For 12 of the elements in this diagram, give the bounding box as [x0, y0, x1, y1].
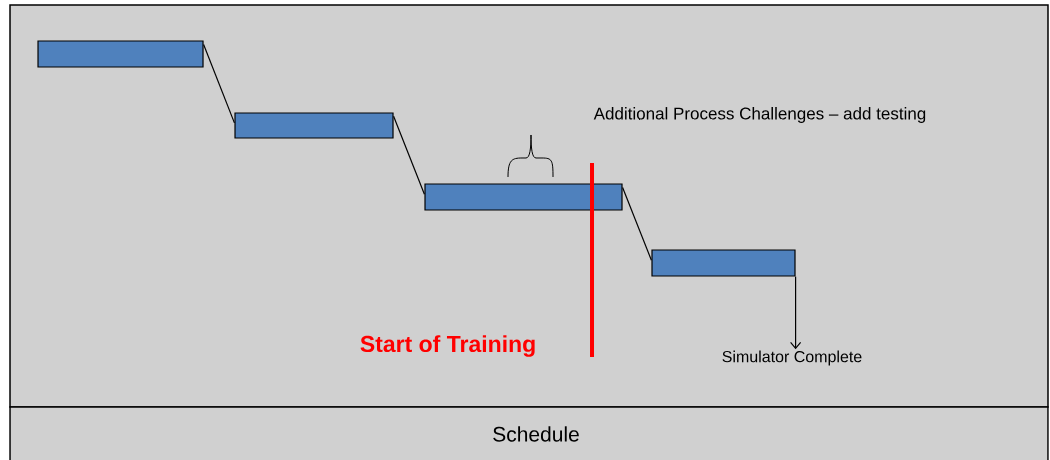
arrow: [790, 276, 802, 350]
connector-line: [393, 115, 425, 195]
schedule-bar: [424, 183, 623, 211]
milestone-label: Simulator Complete: [722, 350, 862, 366]
milestone-text: Start of Training: [360, 335, 535, 357]
caption-band: Schedule: [9, 406, 1049, 460]
schedule-bar: [651, 249, 796, 277]
schedule-bar: [37, 40, 204, 68]
schedule-bar: [234, 112, 394, 139]
annotation-text: Additional Process Challenges – add testing: [593, 107, 926, 123]
connector-line: [203, 43, 235, 124]
connector-line: [622, 186, 652, 261]
